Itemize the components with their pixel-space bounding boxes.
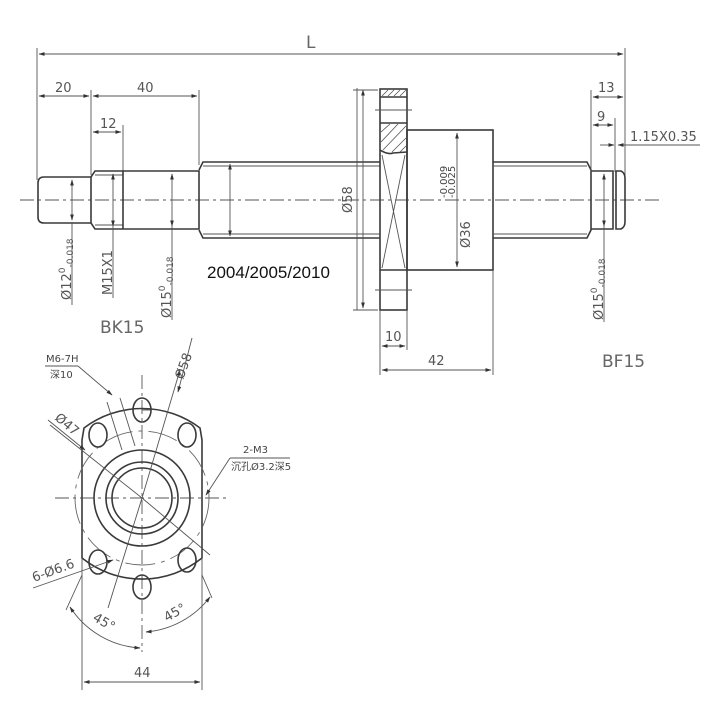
thread-length-label: 12 [100, 117, 117, 132]
mount-holes-label: 6-Ø6.6 [30, 557, 76, 586]
left-thread-section [90, 170, 200, 230]
right-end-length-label: 13 [598, 81, 615, 96]
bolt-circle [74, 430, 210, 566]
right-journal-tip [615, 170, 626, 230]
left-end-length-label: 20 [55, 81, 72, 96]
shaft-view: L 20 40 12 Ø58 [20, 33, 700, 375]
right-shaft [493, 161, 592, 239]
svg-text:-0.009: -0.009 [439, 166, 450, 198]
oil-hole-depth-label: 深10 [50, 369, 73, 381]
flange-front-view: M6-7H 深10 Ø58 Ø47 2-M3 沉孔Ø3.2深5 6-Ø6.6 4… [30, 337, 291, 690]
left-support-label: BK15 [100, 318, 144, 338]
flange-dia-label: Ø58 [173, 351, 196, 381]
thread-spec-label: M15X1 [101, 250, 116, 295]
flat-width-label: 44 [134, 666, 151, 681]
screw-holes-note: 沉孔Ø3.2深5 [231, 460, 291, 473]
nut-body [406, 129, 494, 271]
angle-right-label: 45° [162, 601, 189, 626]
nut-length-label: 42 [428, 354, 445, 369]
nut-body-ring [93, 449, 191, 547]
angle-left-label: 45° [90, 610, 117, 635]
right-journal [591, 170, 614, 230]
snap-ring-groove-label: 1.15X0.35 [630, 130, 697, 145]
nut-flange [379, 88, 408, 311]
screw-holes-label: 2-M3 [243, 445, 268, 456]
screw-outer-ring [105, 461, 179, 535]
left-journal [37, 176, 92, 224]
left-section-length-label: 40 [137, 81, 154, 96]
screw-shaft [198, 161, 380, 239]
svg-text:-0.025: -0.025 [447, 166, 458, 198]
nut-body-dia-label: Ø36 [459, 221, 474, 248]
oil-hole-label: M6-7H [46, 354, 78, 365]
flange-hatching [380, 89, 407, 153]
total-length-label: L [306, 33, 316, 53]
left-bearing-dia-label: Ø150-0.018 [158, 256, 176, 318]
model-label: 2004/2005/2010 [207, 263, 330, 282]
right-bearing-dia-label: Ø150-0.018 [590, 258, 608, 320]
screw-dia-label: Ø58 [341, 186, 356, 213]
right-support-label: BF15 [602, 352, 645, 372]
flange-thickness-label: 10 [385, 330, 402, 345]
groove-offset-label: 9 [597, 110, 605, 125]
screw-inner-ring [111, 467, 173, 529]
left-journal-dia-label: Ø120-0.018 [58, 238, 76, 300]
